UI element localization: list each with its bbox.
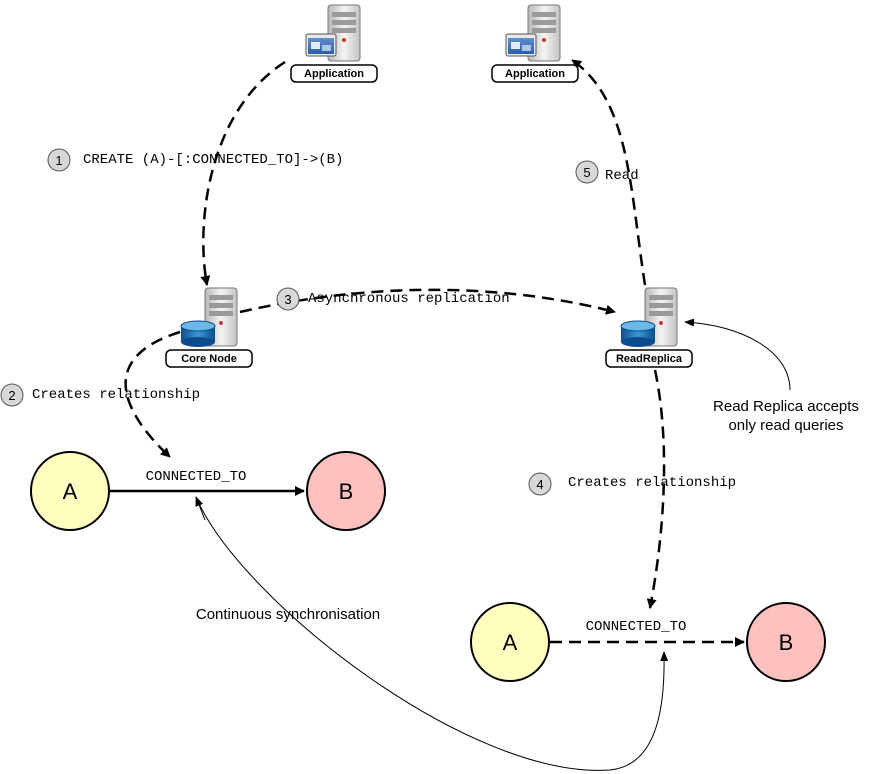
core-node-b-label: B [339, 479, 354, 504]
edge-replica-to-relationship [646, 369, 666, 609]
step-2-text: Creates relationship [32, 387, 200, 403]
step-3-text: Asynchronous replication [308, 291, 510, 307]
database-server-icon [620, 287, 678, 347]
step-3-number: 3 [284, 292, 291, 307]
core-node-a-label: A [63, 479, 78, 504]
step-1-number: 1 [55, 153, 62, 168]
edge-core-to-relationship [124, 330, 181, 458]
edge-app-to-core [200, 60, 286, 286]
core-node-a: A [30, 451, 110, 531]
core-node-label: Core Node [181, 353, 237, 365]
step-4: 4 Creates relationship [528, 472, 736, 496]
step-5: 5 Read [575, 160, 639, 184]
step-1-text: CREATE (A)-[:CONNECTED_TO]->(B) [83, 152, 343, 168]
replica-note-line1: Read Replica accepts [713, 398, 859, 415]
app-right-label: Application [505, 68, 565, 80]
step-4-text: Creates relationship [568, 475, 736, 491]
step-1: 1 CREATE (A)-[:CONNECTED_TO]->(B) [47, 148, 343, 172]
edge-replica-to-app [571, 58, 647, 286]
step-5-number: 5 [583, 165, 590, 180]
step-2: 2 Creates relationship [0, 383, 200, 407]
replica-node-a: A [470, 602, 550, 682]
replica-relationship-label: CONNECTED_TO [586, 619, 687, 635]
app-server-left: Application [290, 4, 378, 83]
app-server-icon [505, 4, 561, 62]
replica-note-line2: only read queries [728, 417, 843, 434]
core-relationship-label: CONNECTED_TO [146, 469, 247, 485]
step-2-number: 2 [8, 388, 15, 403]
replica-node-b: B [746, 602, 826, 682]
read-replica-server: ReadReplica [605, 287, 693, 368]
edge-core-to-replica [239, 288, 616, 315]
edge-continuous-sync-start [195, 496, 206, 521]
edge-continuous-sync [195, 496, 669, 771]
database-server-icon [180, 287, 238, 347]
app-server-icon [305, 4, 361, 62]
step-3: 3 Asynchronous replication [276, 287, 510, 311]
core-node-b: B [306, 451, 386, 531]
replica-node-b-label: B [779, 630, 794, 655]
replica-node-a-label: A [503, 630, 518, 655]
app-left-label: Application [304, 68, 364, 80]
sync-note: Continuous synchronisation [196, 606, 380, 623]
edge-note-to-replica [684, 318, 791, 391]
step-4-number: 4 [536, 477, 543, 492]
read-replica-label: ReadReplica [616, 353, 683, 365]
app-server-right: Application [491, 4, 579, 83]
core-node-server: Core Node [165, 287, 253, 368]
step-5-text: Read [605, 168, 639, 184]
